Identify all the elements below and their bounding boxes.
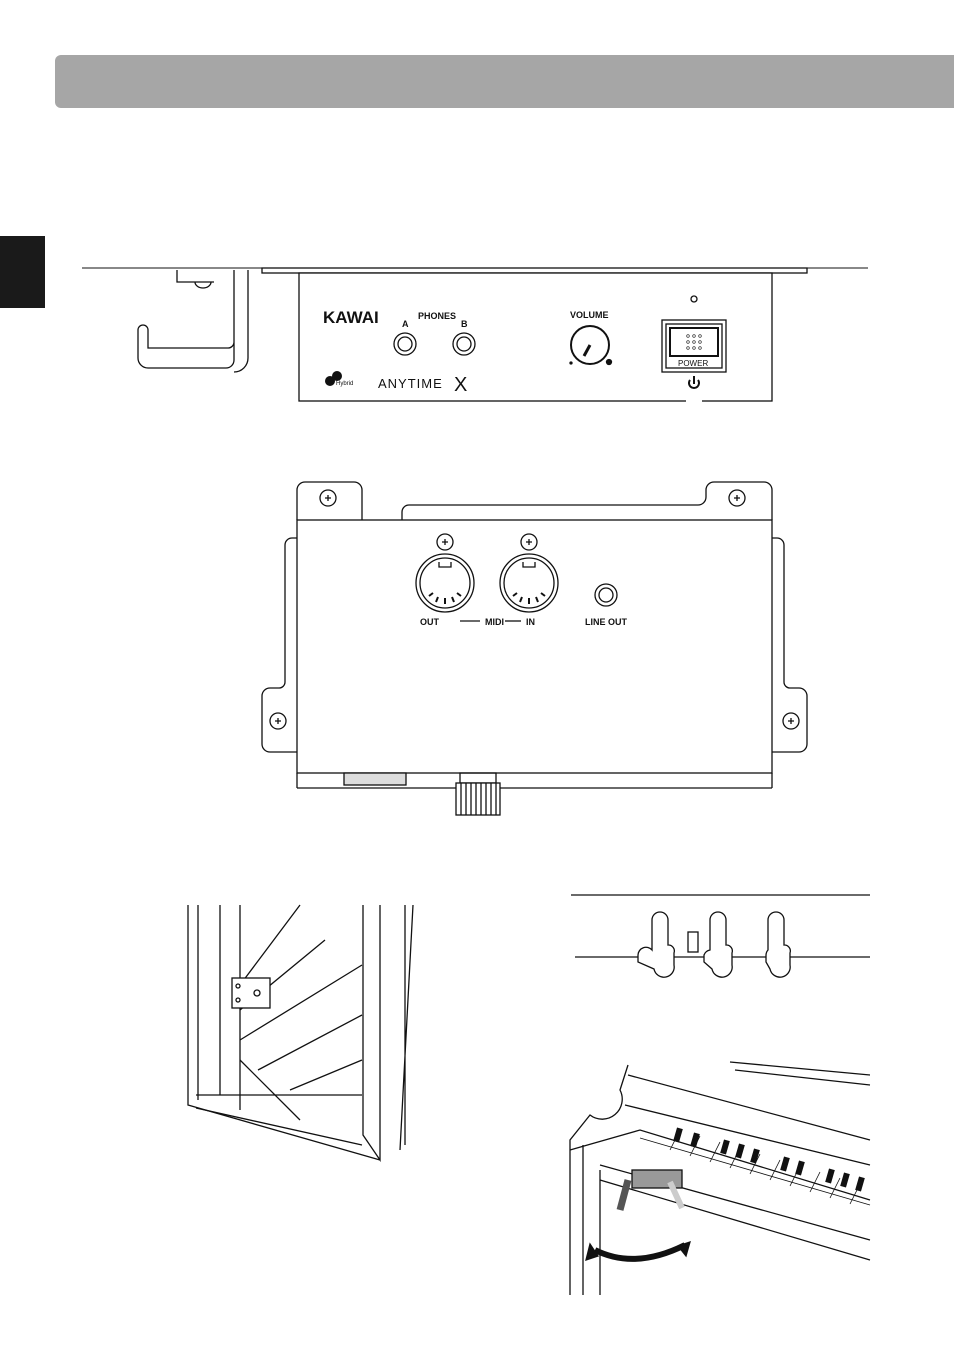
midi-in-port[interactable] — [499, 553, 559, 613]
line-out-label: LINE OUT — [585, 617, 628, 627]
cabinet-bracket-illustration — [187, 904, 414, 1163]
phones-jack-a[interactable] — [393, 332, 417, 356]
midi-in-label: IN — [526, 617, 535, 627]
rear-panel-illustration: OUT MIDI IN LINE OUT — [261, 481, 808, 816]
volume-label: VOLUME — [570, 310, 609, 320]
power-icon — [688, 376, 700, 389]
svg-text:Hybrid: Hybrid — [336, 381, 353, 387]
screw-icon — [782, 712, 800, 730]
piano-headphone-hook-illustration — [569, 1061, 871, 1295]
screw-icon — [520, 533, 538, 551]
section-header-bar — [55, 55, 954, 108]
front-panel-illustration: KAWAI PHONES A B Hybrid ANYTIME X VOLUME… — [82, 267, 868, 404]
svg-text:POWER: POWER — [678, 359, 708, 368]
power-indicator-led — [690, 295, 698, 303]
phones-jack-b[interactable] — [452, 332, 476, 356]
screw-icon — [269, 712, 287, 730]
power-button[interactable]: POWER — [661, 319, 727, 373]
screw-icon — [728, 489, 746, 507]
hybrid-logo: Hybrid — [325, 371, 353, 387]
jack-b-label: B — [461, 319, 468, 329]
kawai-logo: KAWAI — [323, 308, 379, 327]
midi-out-port[interactable] — [415, 553, 475, 613]
volume-knob[interactable] — [569, 325, 613, 366]
phones-label: PHONES — [418, 311, 456, 321]
midi-out-label: OUT — [420, 617, 440, 627]
jack-a-label: A — [402, 319, 409, 329]
anytime-logo: ANYTIME — [378, 376, 443, 391]
screw-icon — [319, 489, 337, 507]
pedals-illustration — [571, 894, 870, 978]
screw-icon — [436, 533, 454, 551]
anytime-x-logo: X — [454, 374, 467, 396]
pedal-cable-connector — [455, 772, 501, 816]
language-side-tab — [0, 236, 45, 308]
midi-label: MIDI — [485, 617, 504, 627]
line-out-jack[interactable] — [594, 583, 618, 607]
